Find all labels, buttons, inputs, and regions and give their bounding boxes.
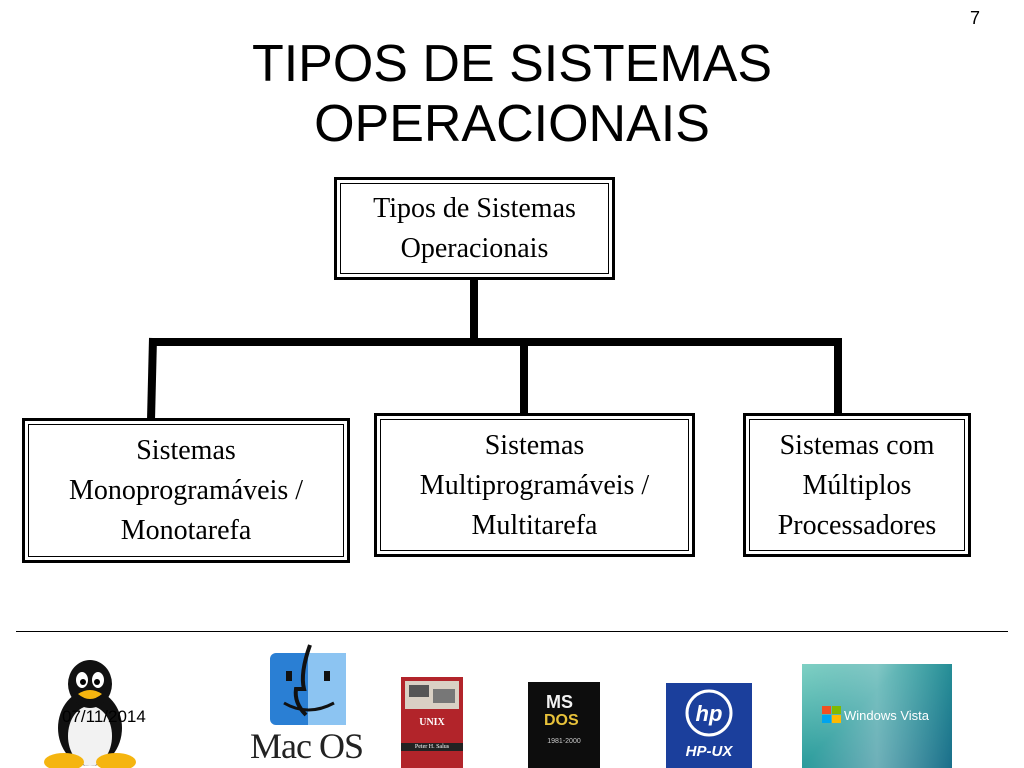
child-node-multitarefa: Sistemas Multiprogramáveis / Multitarefa — [374, 413, 695, 557]
unix-book-icon: UNIX Peter H. Salus — [401, 677, 463, 768]
unix-book-title: UNIX — [419, 717, 445, 728]
hpux-label: HP-UX — [685, 743, 733, 760]
msdos-years: 1981-2000 — [547, 738, 581, 745]
child-node-1-line-3: Monotarefa — [120, 514, 252, 546]
root-node-line-2: Operacionais — [400, 232, 549, 264]
child-node-3-line-2: Múltiplos — [802, 470, 912, 501]
child-node-2-line-3: Multitarefa — [471, 510, 598, 541]
child-node-2-line-1: Sistemas — [484, 430, 585, 461]
macos-label: Mac OS — [250, 726, 364, 766]
windows-flag-icon — [822, 706, 841, 723]
child-node-multiplos-processadores: Sistemas com Múltiplos Processadores — [743, 413, 971, 557]
child-node-monotarefa: Sistemas Monoprogramáveis / Monotarefa — [22, 418, 350, 563]
child-connector-1 — [147, 337, 157, 421]
svg-text:hp: hp — [696, 701, 723, 726]
windows-vista-label: Windows Vista — [844, 708, 930, 723]
macos-logo: Mac OS — [248, 643, 368, 768]
slide-title-line-1: TIPOS DE SISTEMAS — [251, 35, 773, 93]
finder-face-icon — [270, 644, 346, 725]
msdos-icon: MS DOS 1981-2000 — [528, 682, 600, 768]
unix-book-author: Peter H. Salus — [401, 743, 463, 751]
slide-title-line-2: OPERACIONAIS — [314, 95, 710, 153]
tux-penguin-icon — [40, 656, 140, 768]
child-node-3-line-3: Processadores — [777, 510, 937, 541]
child-node-2-line-2: Multiprogramáveis / — [419, 470, 650, 501]
slide-title: TIPOS DE SISTEMAS OPERACIONAIS — [0, 34, 1024, 154]
child-node-3-line-1: Sistemas com — [779, 430, 935, 461]
msdos-letters-2: DOS — [544, 712, 579, 729]
child-node-1-line-1: Sistemas — [136, 434, 236, 466]
slide-number: 7 — [969, 8, 980, 28]
child-node-1-line-2: Monoprogramáveis / — [68, 474, 304, 506]
hp-logo-icon: hp — [685, 689, 733, 737]
msdos-letters-1: MS — [546, 692, 573, 712]
root-node: Tipos de Sistemas Operacionais — [334, 177, 615, 280]
slide-date: 07/11/2014 — [62, 707, 146, 726]
root-node-line-1: Tipos de Sistemas — [373, 192, 576, 224]
windows-vista-logo: Windows Vista — [802, 664, 952, 768]
hpux-logo: hp HP-UX — [666, 683, 752, 768]
footer-divider — [16, 631, 1008, 632]
